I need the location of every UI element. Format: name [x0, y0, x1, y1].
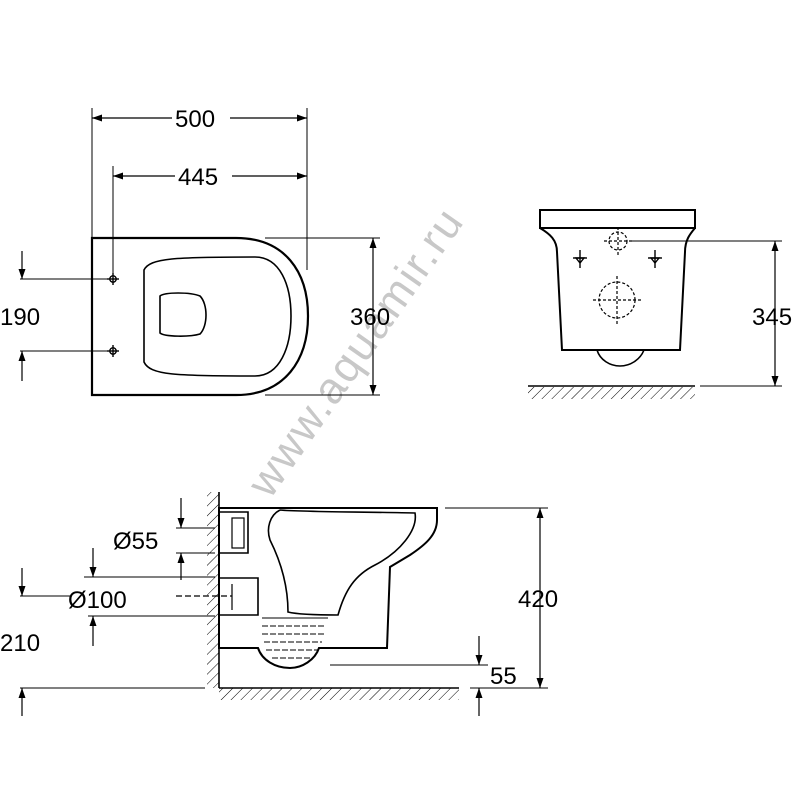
bowl-inner-profile — [267, 509, 417, 616]
front-rim — [539, 209, 696, 229]
dim-width: 360 — [350, 304, 390, 331]
top-view — [18, 108, 380, 397]
dim-inlet-diameter: Ø55 — [113, 528, 158, 555]
inlet-hole-icon — [604, 227, 632, 255]
mounting-hole-icon — [107, 345, 119, 357]
bowl-outline — [90, 236, 310, 397]
bowl-opening — [159, 292, 207, 337]
side-body — [218, 507, 438, 670]
dim-height: 345 — [752, 304, 792, 331]
wall-hatch — [207, 492, 219, 688]
front-view — [528, 209, 782, 399]
outlet-pipe — [219, 577, 259, 616]
inlet-pipe-inner — [231, 517, 245, 549]
water-level — [262, 617, 328, 659]
inlet-pipe — [219, 511, 249, 554]
floor-hatch — [528, 387, 695, 399]
dim-bolt-spacing: 190 — [0, 304, 40, 331]
dim-base-clearance: 55 — [490, 663, 517, 690]
dim-seat-length: 445 — [178, 164, 218, 191]
fixing-hole-icon — [573, 250, 587, 268]
seat-outline — [143, 256, 292, 377]
dim-overall-length: 500 — [175, 106, 215, 133]
outlet-hole-icon — [593, 276, 641, 324]
dim-outlet-diameter: Ø100 — [68, 587, 127, 614]
floor-hatch — [219, 688, 459, 700]
dim-total-height: 420 — [518, 586, 558, 613]
watermark: www.aquamir.ru — [237, 198, 473, 506]
dim-outlet-height: 210 — [0, 630, 40, 657]
side-view — [18, 492, 548, 716]
front-body — [539, 227, 696, 351]
front-bowl-bottom — [596, 349, 645, 367]
fixing-hole-icon — [648, 250, 662, 268]
